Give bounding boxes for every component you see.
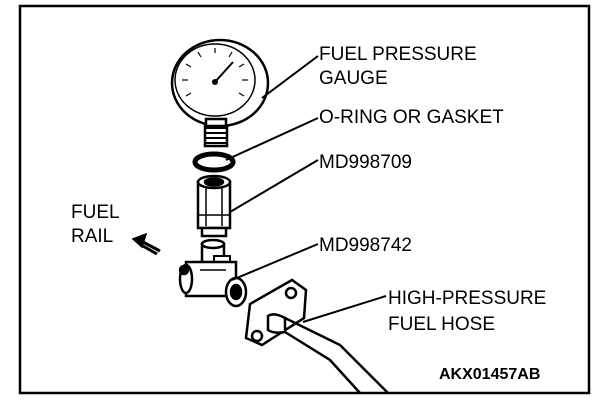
- label-fuel-rail-line2: RAIL: [71, 226, 114, 247]
- label-fuel-rail-line1: FUEL: [71, 202, 120, 223]
- leader-o-ring: [225, 117, 319, 161]
- label-high-pressure-hose-line2: FUEL HOSE: [388, 314, 495, 335]
- fuel-pressure-gauge: [170, 38, 270, 148]
- label-fuel-pressure-gauge-line1: FUEL PRESSURE: [319, 44, 477, 65]
- o-ring: [192, 151, 236, 173]
- figure-code: AKX01457AB: [439, 366, 541, 383]
- diagram-frame: [18, 4, 591, 395]
- leader-lines: [225, 55, 387, 323]
- label-md998742: MD998742: [319, 235, 412, 256]
- label-o-ring: O-RING OR GASKET: [319, 107, 504, 128]
- adapter-md998709: [196, 174, 232, 238]
- leader-gauge: [261, 55, 319, 99]
- high-pressure-fuel-hose: [244, 278, 389, 394]
- leader-md998709: [229, 159, 319, 213]
- label-high-pressure-hose-line1: HIGH-PRESSURE: [388, 288, 547, 309]
- label-md998709: MD998709: [319, 152, 412, 173]
- adapter-md998742: [178, 238, 248, 308]
- label-fuel-pressure-gauge-line2: GAUGE: [319, 68, 388, 89]
- leader-md998742: [231, 243, 319, 281]
- fuel-rail-arrow: [131, 232, 161, 256]
- leader-hose: [302, 295, 387, 323]
